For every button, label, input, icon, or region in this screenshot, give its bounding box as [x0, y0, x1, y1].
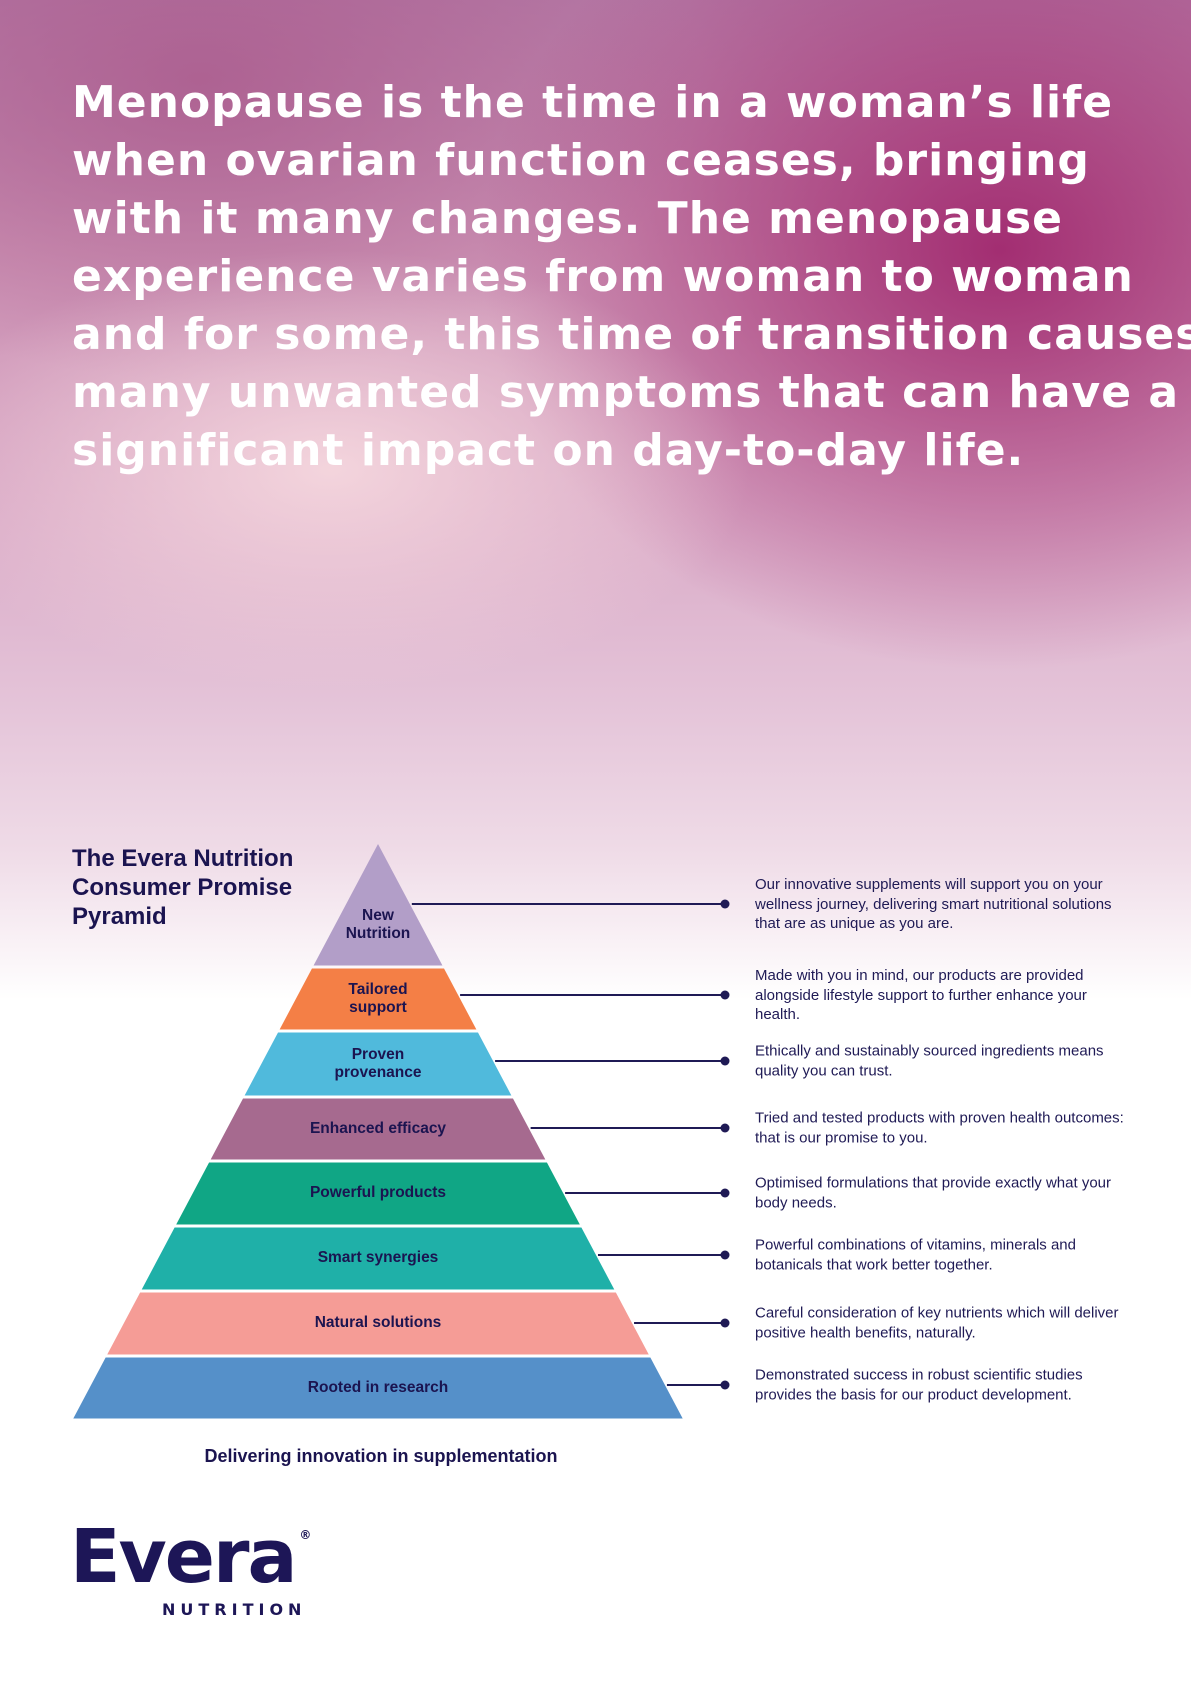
layer-description: Tried and tested products with proven he…: [755, 1109, 1124, 1147]
layer-description: Ethically and sustainably sourced ingred…: [755, 1042, 1104, 1080]
layer-label-line: Enhanced efficacy: [309, 1120, 447, 1137]
logo-row: Evera ®: [70, 1518, 311, 1596]
logo-subtitle: NUTRITION: [162, 1600, 307, 1619]
pyramid-layer-label: Enhanced efficacy: [310, 1120, 446, 1138]
connector-dot: [720, 990, 730, 1000]
layer-description: Optimised formulations that provide exac…: [755, 1174, 1111, 1212]
layer-label-line: New: [362, 907, 394, 924]
headline-line: when ovarian function ceases, bringing: [72, 135, 1090, 186]
pyramid-layer-label: Powerful products: [310, 1184, 446, 1202]
evera-logo: Evera ® NUTRITION: [70, 1518, 311, 1620]
pyramid-layer-label: Natural solutions: [315, 1314, 442, 1332]
pyramid-layer: [107, 1292, 649, 1355]
pyramid-title-line: Pyramid: [72, 903, 167, 930]
layer-label-line: Rooted in research: [307, 1379, 449, 1396]
layer-label-line: Smart synergies: [317, 1249, 439, 1266]
headline-line: Menopause is the time in a woman’s life: [72, 77, 1114, 128]
connector-dot: [720, 1318, 730, 1328]
hero-background: [0, 0, 1191, 1000]
headline-line: many unwanted symptoms that can have a: [72, 367, 1180, 418]
headline-line: with it many changes. The menopause: [72, 193, 1063, 244]
layer-description: Made with you in mind, our products are …: [755, 966, 1087, 1023]
pyramid-layer: [210, 1098, 546, 1160]
connector-dot: [720, 1250, 730, 1260]
pyramid-layer-label: Smart synergies: [318, 1249, 439, 1267]
pyramid-title-line: The Evera Nutrition: [72, 845, 294, 872]
layer-description: Powerful combinations of vitamins, miner…: [755, 1236, 1076, 1274]
pyramid-diagram: [73, 844, 730, 1419]
layer-label-line: support: [349, 999, 407, 1016]
pyramid-layer: [176, 1162, 580, 1225]
layer-label-line: Powerful products: [309, 1184, 447, 1201]
pyramid-title: The Evera Nutrition Consumer Promise Pyr…: [72, 844, 293, 931]
layer-description: Our innovative supplements will support …: [755, 875, 1112, 932]
layer-label-line: Natural solutions: [314, 1314, 442, 1331]
pyramid-layer: [313, 844, 443, 966]
pyramid-layer: [244, 1032, 512, 1096]
logo-wordmark: Evera: [70, 1514, 297, 1600]
pyramid-layer: [73, 1357, 683, 1419]
pyramid-layer: [141, 1227, 615, 1290]
connector-dot: [720, 1056, 730, 1066]
layer-label-line: Tailored: [348, 981, 408, 998]
headline-line: significant impact on day-to-day life.: [72, 425, 1025, 476]
layer-description: Demonstrated success in robust scientifi…: [755, 1366, 1083, 1404]
pyramid-title-line: Consumer Promise: [72, 874, 293, 901]
headline-line: experience varies from woman to woman: [72, 251, 1134, 302]
layer-label-line: provenance: [334, 1064, 422, 1081]
pyramid-layer: [279, 968, 477, 1030]
connector-dot: [720, 1123, 730, 1133]
pyramid-tagline: Delivering innovation in supplementation: [204, 1446, 558, 1466]
layer-description: Careful consideration of key nutrients w…: [755, 1304, 1119, 1342]
headline-line: and for some, this time of transition ca…: [72, 309, 1191, 360]
pyramid-layer-label: Rooted in research: [308, 1379, 448, 1397]
headline: Menopause is the time in a woman’s life …: [72, 74, 1191, 480]
connector-dot: [720, 1188, 730, 1198]
connector-dot: [720, 1380, 730, 1390]
connector-dot: [720, 899, 730, 909]
registered-mark: ®: [299, 1528, 312, 1542]
layer-label-line: Proven: [351, 1046, 405, 1063]
layer-label-line: Nutrition: [345, 925, 411, 942]
